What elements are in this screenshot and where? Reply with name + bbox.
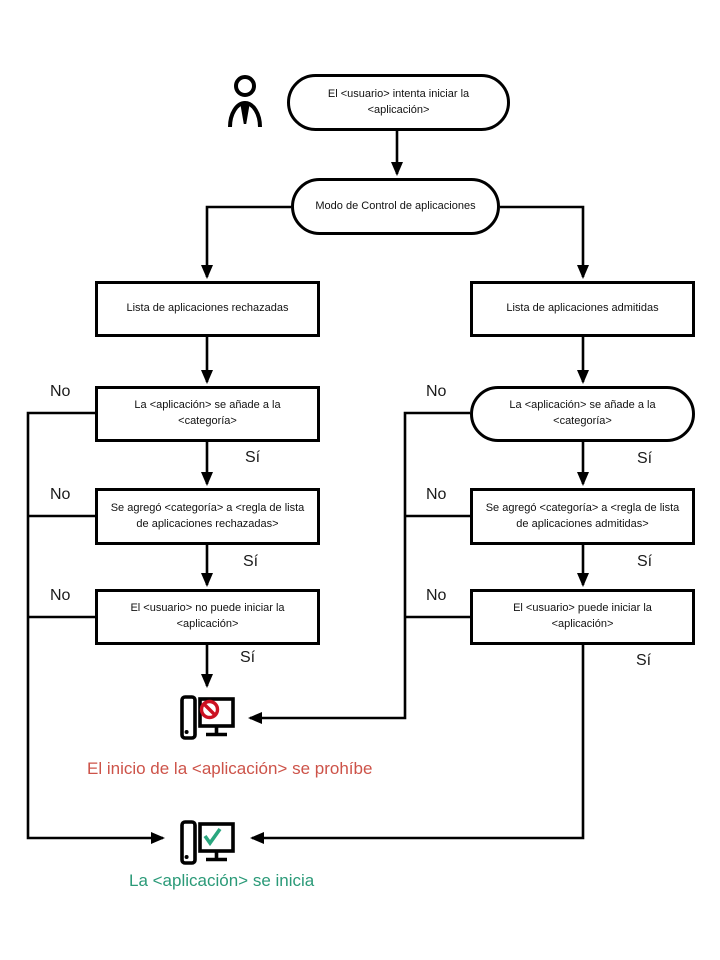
node-start: El <usuario> intenta iniciar la <aplicac… bbox=[287, 74, 510, 131]
node-deny-rule: Se agregó <categoría> a <regla de lista … bbox=[95, 488, 320, 545]
node-denylist: Lista de aplicaciones rechazadas bbox=[95, 281, 320, 337]
node-allowlist: Lista de aplicaciones admitidas bbox=[470, 281, 695, 337]
edge-label-yes: Sí bbox=[240, 649, 256, 666]
node-deny-outcome: El <usuario> no puede iniciar la <aplica… bbox=[95, 589, 320, 645]
node-allow-rule: Se agregó <categoría> a <regla de lista … bbox=[470, 488, 695, 545]
edge-label-yes: Sí bbox=[245, 449, 261, 466]
caption-prohibited: El inicio de la <aplicación> se prohíbe bbox=[87, 759, 373, 778]
edge-label-no: No bbox=[50, 383, 71, 400]
edge-label-yes: Sí bbox=[636, 652, 652, 669]
edge-label-yes: Sí bbox=[637, 553, 653, 570]
computer-check-icon bbox=[179, 817, 237, 874]
edge-label-no: No bbox=[426, 383, 447, 400]
node-mode: Modo de Control de aplicaciones bbox=[291, 178, 500, 235]
node-allow-category: La <aplicación> se añade a la <categoría… bbox=[470, 386, 695, 442]
edge-label-no: No bbox=[426, 587, 447, 604]
edge-label-no: No bbox=[50, 587, 71, 604]
edge-label-yes: Sí bbox=[637, 450, 653, 467]
node-deny-category: La <aplicación> se añade a la <categoría… bbox=[95, 386, 320, 442]
edge-label-no: No bbox=[50, 486, 71, 503]
edge-label-no: No bbox=[426, 486, 447, 503]
caption-started: La <aplicación> se inicia bbox=[129, 871, 315, 890]
edge-label-yes: Sí bbox=[243, 553, 259, 570]
node-allow-outcome: El <usuario> puede iniciar la <aplicació… bbox=[470, 589, 695, 645]
user-icon bbox=[226, 73, 264, 136]
computer-blocked-icon bbox=[179, 692, 237, 749]
